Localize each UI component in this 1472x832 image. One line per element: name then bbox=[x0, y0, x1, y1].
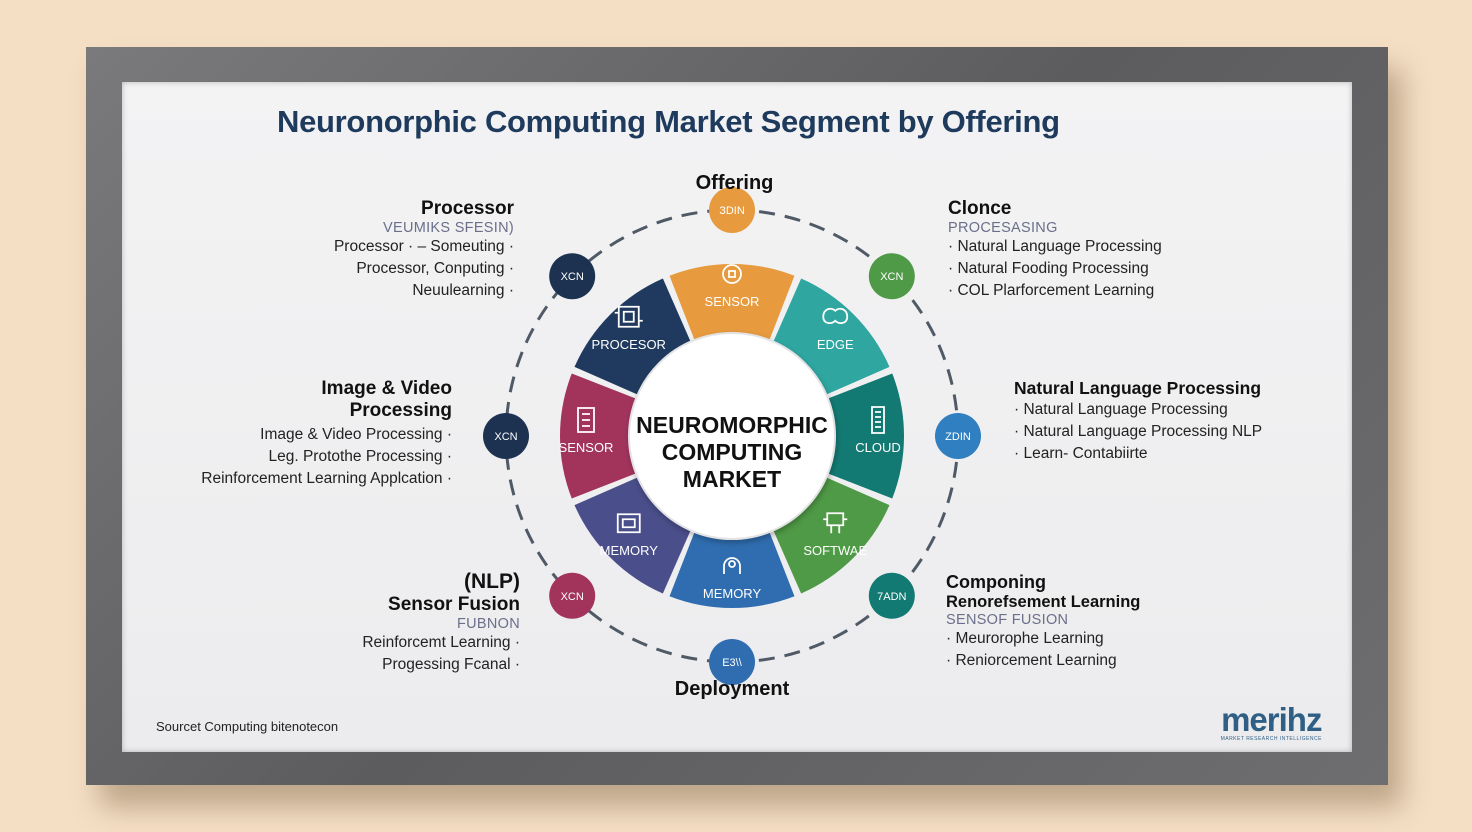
segment-label: SENSOR bbox=[559, 440, 614, 455]
node-label: ZDIN bbox=[945, 431, 971, 443]
segment-label: MEMORY bbox=[600, 543, 659, 558]
center-text-line-3: MARKET bbox=[683, 466, 781, 492]
center-hub bbox=[628, 332, 836, 540]
sensor-fusion-heading: (NLP) bbox=[464, 570, 520, 593]
componing-subheading: SENSOF FUSION bbox=[946, 612, 1069, 628]
componing-heading: Componing bbox=[946, 572, 1046, 592]
processor-icon bbox=[614, 305, 643, 328]
chip-icon bbox=[871, 406, 885, 434]
list-item: Processor, Conputing · bbox=[356, 260, 514, 277]
list-item: Leg. Protothe Processing · bbox=[268, 448, 452, 465]
list-item: · Learn- Contabiirte bbox=[1014, 445, 1148, 462]
node-label: 7ADN bbox=[877, 591, 906, 603]
infographic-title: Neuronorphic Computing Market Segment by… bbox=[277, 104, 1060, 139]
list-item: · Natural Language Processing bbox=[1014, 401, 1228, 418]
image-video-block: Image & Video Processing Image & Video P… bbox=[162, 378, 452, 490]
node-label: XCN bbox=[561, 271, 584, 283]
clonce-block: Clonce PROCESASING · Natural Language Pr… bbox=[948, 198, 1248, 302]
node-circle bbox=[549, 253, 596, 300]
segment-sensor bbox=[669, 264, 795, 343]
offering-wheel: SENSOR EDGE CLOUD SOFTWAE MEMORY MEMORY SENSOR… bbox=[483, 187, 981, 685]
sensor-chip-icon bbox=[577, 407, 595, 433]
infographic-canvas: Neuronorphic Computing Market Segment by… bbox=[122, 82, 1352, 752]
memory-chip-icon bbox=[616, 513, 641, 534]
processor-heading: Processor bbox=[421, 198, 514, 219]
segment-sensor bbox=[560, 373, 639, 499]
center-text-line-1: NEUROMORPHIC bbox=[636, 412, 828, 438]
list-item: Processor · – Someuting · bbox=[333, 238, 514, 255]
logo-wordmark: merihz bbox=[1221, 701, 1322, 738]
list-item: · Natural Language Processing bbox=[948, 238, 1162, 255]
list-item: Image & Video Processing · bbox=[260, 426, 452, 443]
deployment-label: Deployment bbox=[674, 678, 790, 700]
node-circle bbox=[549, 572, 596, 619]
processor-block: Processor VEUMIKS SFESIN) Processor · – … bbox=[252, 198, 514, 302]
source-note: Sourcet Computing bitenotecon bbox=[156, 719, 339, 734]
segment-label: EDGE bbox=[817, 337, 854, 352]
node-label: ЗDIN bbox=[719, 205, 745, 217]
list-item: Progessing Fcanal · bbox=[382, 656, 520, 673]
list-item: Neuulearning · bbox=[412, 282, 514, 299]
componing-heading-2: Renorefsement Learning bbox=[946, 593, 1141, 611]
nlp-block: Natural Language Processing · Natural La… bbox=[1014, 378, 1314, 465]
segment-label: PROCESOR bbox=[592, 337, 666, 352]
node-circle bbox=[935, 413, 981, 459]
offering-label: Offering bbox=[695, 172, 774, 194]
segment-label: SOFTWAE bbox=[803, 543, 867, 558]
node-circle bbox=[868, 253, 915, 300]
node-circle bbox=[709, 639, 755, 685]
node-circle bbox=[868, 572, 915, 619]
logo-tagline: MARKET RESEARCH INTELLIGENCE bbox=[1220, 736, 1322, 742]
list-item: · Meurorophe Learning bbox=[946, 630, 1104, 647]
image-video-heading-2: Processing bbox=[349, 400, 452, 421]
clonce-heading: Clonce bbox=[948, 198, 1012, 219]
segment-softwae bbox=[772, 476, 890, 594]
list-item: Reinforcement Learning Applcation · bbox=[201, 470, 452, 487]
list-item: · Natural Language Processing NLP bbox=[1014, 423, 1263, 440]
list-item: · COL Plarforcement Learning bbox=[948, 282, 1155, 299]
center-text-line-2: COMPUTING bbox=[662, 439, 803, 465]
node-circle bbox=[709, 187, 755, 233]
processor-subheading: VEUMIKS SFESIN) bbox=[383, 220, 514, 236]
segment-label: MEMORY bbox=[703, 586, 762, 601]
sensor-fusion-heading-2: Sensor Fusion bbox=[388, 594, 520, 615]
node-label: XCN bbox=[880, 271, 903, 283]
segment-procesor bbox=[574, 278, 692, 396]
brain-icon bbox=[822, 307, 849, 324]
brand-logo: merihz MARKET RESEARCH INTELLIGENCE bbox=[1220, 701, 1323, 742]
segment-label: SENSOR bbox=[705, 294, 760, 309]
node-circle bbox=[483, 413, 529, 459]
segment-cloud bbox=[825, 373, 904, 499]
node-label: XCN bbox=[561, 591, 584, 603]
robot-icon bbox=[823, 512, 848, 534]
segment-memory bbox=[574, 476, 692, 594]
list-item: · Natural Fooding Processing bbox=[948, 260, 1149, 277]
clonce-subheading: PROCESASING bbox=[948, 220, 1058, 236]
node-label: E3\\ bbox=[722, 657, 743, 669]
segment-label: CLOUD bbox=[855, 440, 901, 455]
sensor-fusion-subheading: FUBNON bbox=[456, 616, 520, 632]
node-label: XCN bbox=[494, 431, 517, 443]
list-item: · Reniorcement Learning bbox=[946, 652, 1117, 669]
image-video-heading: Image & Video bbox=[321, 378, 452, 399]
head-gear-icon bbox=[723, 557, 741, 574]
brain-gear-icon bbox=[722, 264, 742, 284]
segment-memory bbox=[669, 529, 795, 608]
sensor-fusion-block: (NLP) Sensor Fusion FUBNON Reinforcemt L… bbox=[322, 570, 520, 676]
componing-block: Componing Renorefsement Learning SENSOF … bbox=[946, 572, 1246, 672]
nlp-heading: Natural Language Processing bbox=[1014, 378, 1262, 398]
segment-edge bbox=[772, 278, 890, 396]
list-item: Reinforcemt Learning · bbox=[362, 634, 520, 651]
